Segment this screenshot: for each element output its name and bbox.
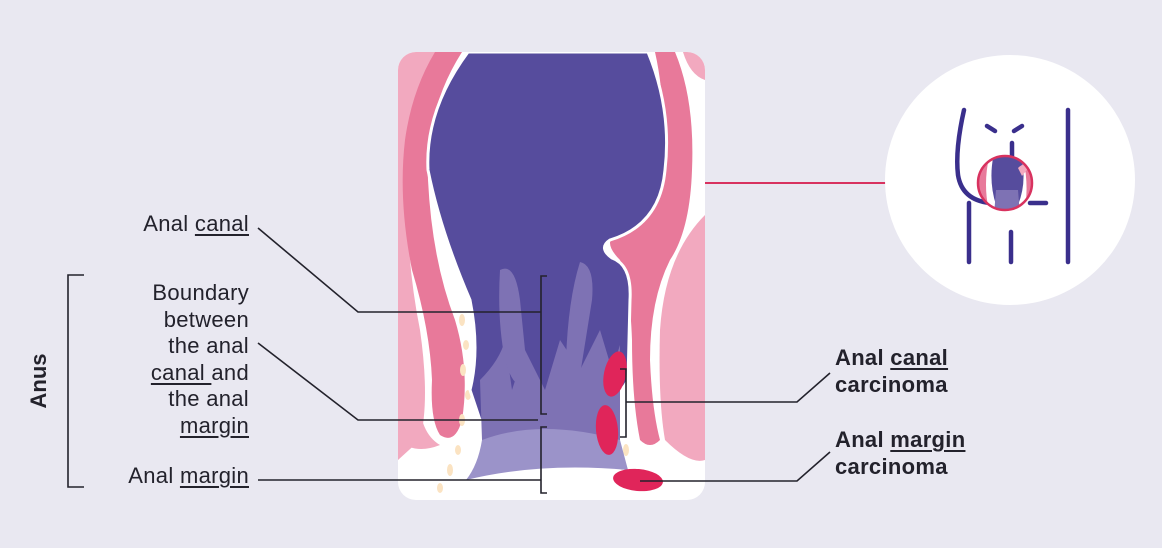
label-underlined: margin [179, 463, 249, 488]
boundary-line-1: Boundary [152, 280, 249, 305]
anal-margin-region [466, 429, 628, 480]
boundary-line-6: margin [151, 413, 249, 440]
anal-column [499, 268, 528, 385]
boundary-leader [257, 342, 538, 421]
leader-lines [67, 227, 831, 494]
label-underlined: canal [194, 211, 249, 236]
boundary-line-5: the anal [168, 386, 249, 411]
label-text: Anal [835, 427, 891, 452]
anal-margin-bracket [540, 426, 547, 494]
boundary-line-2: between [163, 306, 249, 332]
anal-canal-carcinoma-upper [603, 351, 627, 397]
label-underlined: canal [890, 345, 949, 370]
canal-carcinoma-leader [626, 372, 831, 403]
label-text: Anal [128, 463, 180, 488]
inset-magnifier-ring [976, 154, 1034, 212]
body-outline-icon [955, 107, 1071, 265]
margin-carcinoma-leader [640, 451, 831, 482]
carcinoma-bracket [620, 368, 627, 438]
label-underlined: canal [150, 359, 212, 385]
label-text: and [211, 359, 249, 385]
anal-canal-region [480, 330, 620, 440]
anal-margin-label: Anal margin [128, 463, 249, 490]
anal-margin-carcinoma-label: Anal margin carcinoma [835, 427, 965, 480]
label-underlined: margin [179, 412, 249, 438]
anus-bracket [67, 274, 84, 488]
right-top-tissue [683, 52, 705, 80]
anal-margin-carcinoma [613, 468, 663, 492]
label-line-2: carcinoma [835, 453, 948, 479]
anal-canal-label: Anal canal [143, 211, 249, 238]
label-underlined: margin [890, 427, 966, 452]
cross-section [398, 52, 705, 500]
anal-canal-bracket [540, 275, 547, 415]
anal-canal-leader [257, 227, 541, 313]
boundary-label: Boundary between the anal canal and the … [151, 280, 249, 439]
anus-label: Anus [26, 353, 51, 409]
anal-column [566, 262, 593, 378]
left-muscle [402, 52, 465, 438]
boundary-line-4: canal and [151, 360, 249, 387]
anal-canal-carcinoma-lower [595, 405, 619, 455]
label-text: Anal [835, 345, 891, 370]
boundary-line-3: the anal [168, 333, 249, 358]
label-line-2: carcinoma [835, 371, 948, 397]
right-outer-tissue [659, 215, 705, 461]
left-lower-tissue [398, 250, 440, 449]
label-text: Anal [143, 211, 195, 236]
right-muscle [610, 52, 693, 445]
anal-canal-carcinoma-label: Anal canal carcinoma [835, 345, 948, 398]
